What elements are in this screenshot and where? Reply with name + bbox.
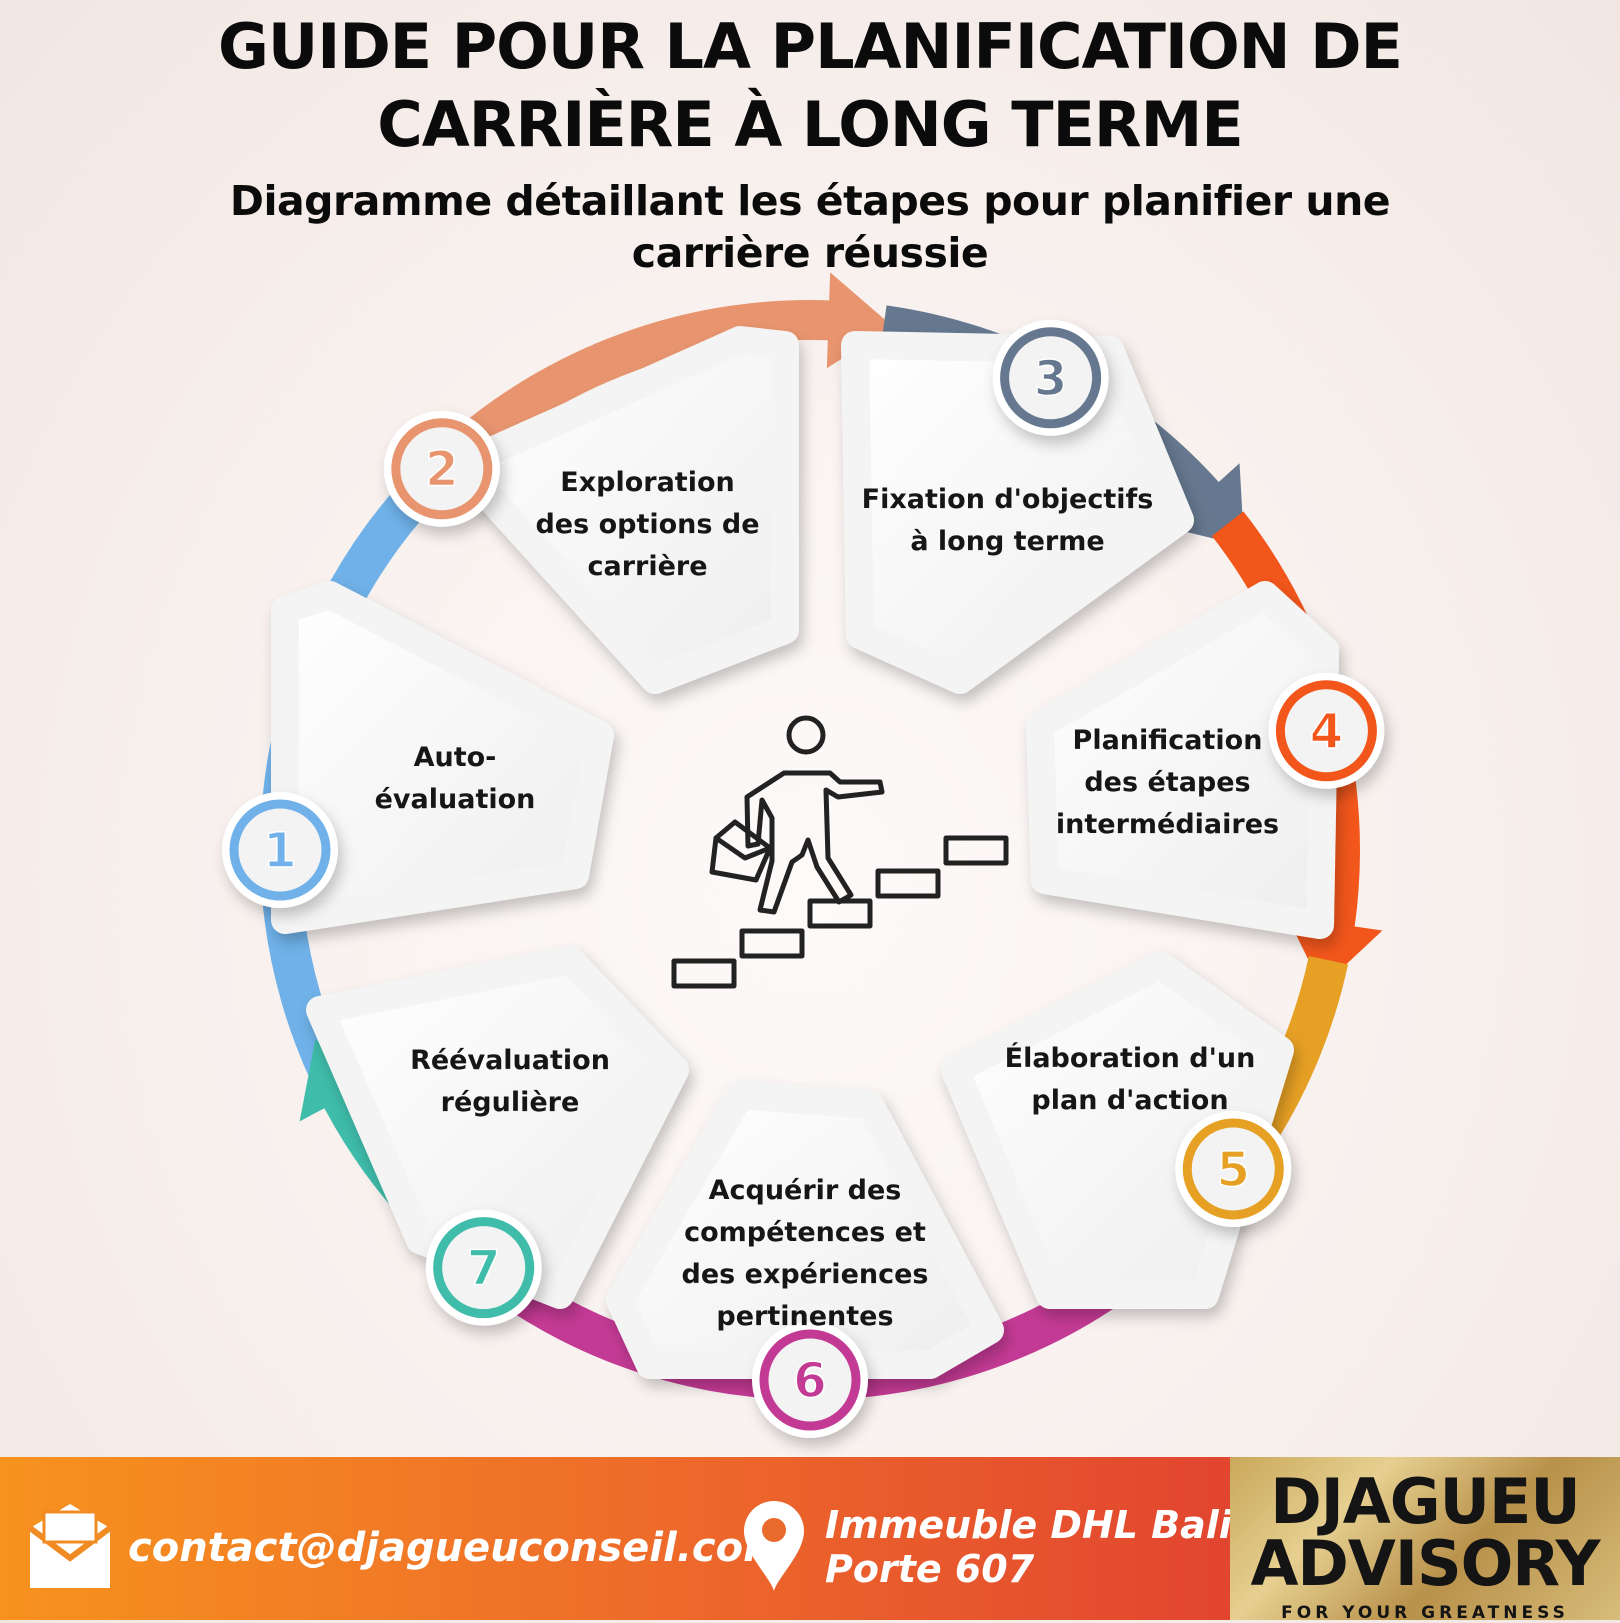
step-badge-7: 7	[425, 1209, 542, 1326]
ring-arrow-4	[1211, 511, 1383, 988]
subtitle-line-2: carrière réussie	[631, 229, 989, 277]
step-number-6: 6	[793, 1353, 826, 1409]
step-number-2: 2	[425, 442, 458, 498]
address-line-1: Immeuble DHL Bali,	[825, 1503, 1247, 1547]
step-badge-3: 3	[992, 319, 1109, 436]
brand-name-line-2: ADVISORY	[1250, 1527, 1600, 1600]
envelope-icon	[28, 1504, 112, 1588]
step-label-line: évaluation	[374, 784, 536, 815]
step-label-line: des expériences	[681, 1259, 929, 1290]
step-label-line: Auto-	[413, 742, 497, 773]
step-badge-1: 1	[222, 792, 338, 908]
step-card-7	[306, 946, 689, 1309]
step-number-4: 4	[1310, 704, 1343, 760]
step-label-line: compétences et	[684, 1217, 926, 1248]
step-label-line: plan d'action	[1031, 1085, 1229, 1116]
step-label-4: Planification des étapes intermédiaires	[1040, 720, 1295, 846]
step-label-3: Fixation d'objectifs à long terme	[850, 479, 1165, 563]
step-card-2	[446, 326, 799, 694]
step-label-line: Réévaluation	[410, 1045, 610, 1076]
step-label-line: Fixation d'objectifs	[861, 484, 1154, 515]
title-line-1: GUIDE POUR LA PLANIFICATION DE	[218, 10, 1403, 83]
step-label-line: pertinentes	[716, 1301, 894, 1332]
subtitle-line-1: Diagramme détaillant les étapes pour pla…	[229, 177, 1391, 225]
step-label-line: Élaboration d'un	[1004, 1043, 1256, 1074]
businessman-climbing-stairs-icon	[671, 715, 1009, 989]
step-card-6	[606, 1081, 1004, 1379]
title-line-2: CARRIÈRE À LONG TERME	[377, 88, 1243, 161]
step-label-5: Élaboration d'un plan d'action	[985, 1038, 1275, 1122]
step-label-line: Exploration	[560, 467, 735, 498]
brand-logo: DJAGUEU ADVISORY FOR YOUR GREATNESS	[1230, 1457, 1620, 1623]
ring-arrow-2	[456, 272, 893, 460]
brand-name-line-1: DJAGUEU	[1270, 1465, 1580, 1538]
map-pin-icon	[744, 1501, 804, 1591]
step-label-2: Exploration des options de carrière	[515, 462, 780, 588]
step-badge-4: 4	[1268, 672, 1385, 789]
step-number-3: 3	[1034, 351, 1067, 407]
step-number-5: 5	[1217, 1142, 1250, 1198]
step-number-1: 1	[263, 823, 296, 879]
step-label-6: Acquérir des compétences et des expérience…	[665, 1170, 945, 1338]
step-label-line: Planification	[1072, 725, 1263, 756]
step-number-7: 7	[467, 1241, 500, 1297]
step-card-1	[271, 581, 614, 934]
step-label-1: Auto-évaluation	[355, 737, 555, 821]
step-label-7: Réévaluation régulière	[385, 1040, 635, 1124]
address-line-2: Porte 607	[825, 1547, 1035, 1591]
step-label-line: carrière	[587, 551, 708, 582]
page-subtitle: Diagramme détaillant les étapes pour pla…	[100, 175, 1520, 279]
step-badge-2: 2	[383, 410, 500, 527]
step-badges: 1 2 3 4 5 6 7	[222, 319, 1385, 1438]
step-label-line: des options de	[535, 509, 760, 540]
step-label-line: des étapes	[1084, 767, 1251, 798]
step-label-line: intermédiaires	[1055, 809, 1280, 840]
contact-email[interactable]: contact@djagueuconseil.com	[128, 1525, 785, 1571]
step-label-line: Acquérir des	[708, 1175, 902, 1206]
step-badge-5: 5	[1175, 1110, 1292, 1227]
page-title: GUIDE POUR LA PLANIFICATION DE CARRIÈRE …	[0, 8, 1620, 164]
step-badge-6: 6	[752, 1322, 868, 1438]
brand-tagline: FOR YOUR GREATNESS	[1281, 1603, 1569, 1623]
step-label-line: à long terme	[910, 526, 1105, 557]
step-cards	[271, 326, 1339, 1379]
step-label-line: régulière	[440, 1087, 580, 1118]
address: Immeuble DHL Bali, Porte 607	[825, 1503, 1246, 1591]
